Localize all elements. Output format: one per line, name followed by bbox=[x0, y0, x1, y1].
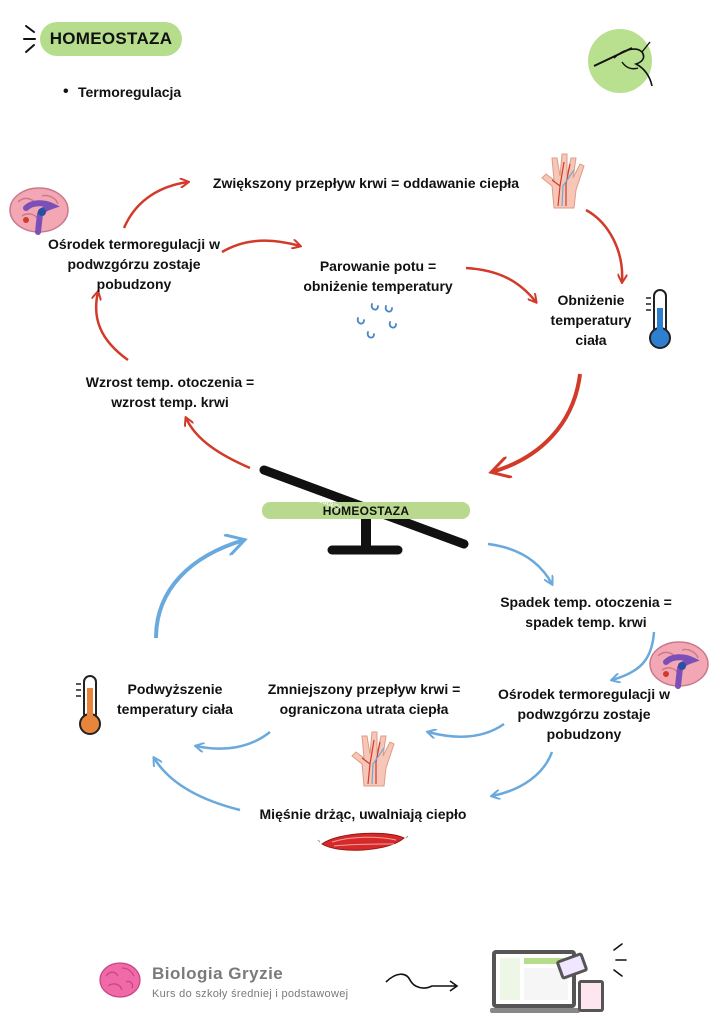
brain-logo-icon bbox=[99, 962, 141, 998]
topic-bullet: Termoregulacja bbox=[63, 83, 181, 101]
arrow-hand-to-drop bbox=[585, 208, 622, 282]
upper-node-sweat: Parowanie potu = obniżenie temperatury bbox=[303, 258, 453, 294]
thermometer-hot-icon bbox=[76, 675, 101, 735]
brain-icon bbox=[649, 641, 709, 689]
hand-icon bbox=[351, 731, 395, 787]
arrow-center-to-blood-low bbox=[428, 722, 505, 737]
muscle-icon bbox=[317, 832, 409, 851]
lower-node-muscle: Mięśnie drżąc, uwalniają ciepło bbox=[259, 806, 467, 822]
lower-node-blood-flow: Zmniejszony przepływ krwi = ograniczona … bbox=[267, 681, 461, 717]
arrow-drop-to-seesaw bbox=[492, 373, 582, 472]
upper-node-temp-drop: Obniżenie temperatury ciała bbox=[550, 292, 632, 348]
arrow-center-to-blood bbox=[122, 182, 188, 229]
brand-tagline: Kurs do szkoły średniej i podstawowej bbox=[152, 988, 349, 1000]
arrow-sweat-to-drop bbox=[465, 266, 536, 302]
upper-node-rise: Wzrost temp. otoczenia = wzrost temp. kr… bbox=[85, 374, 255, 410]
arrow-seesaw-to-rise bbox=[186, 418, 251, 470]
arrow-center-to-muscle bbox=[492, 751, 554, 796]
lower-node-center: Ośrodek termoregulacji w podwzgórzu zost… bbox=[498, 686, 670, 742]
upper-node-blood-flow: Zwiększony przepływ krwi = oddawanie cie… bbox=[212, 175, 520, 191]
curved-arrow-icon bbox=[385, 973, 459, 992]
thermometer-cold-icon bbox=[646, 289, 671, 349]
brain-icon bbox=[9, 187, 69, 235]
lower-node-fall: Spadek temp. otoczenia = spadek temp. kr… bbox=[500, 594, 672, 630]
writing-hand-icon bbox=[588, 29, 653, 93]
brand-name: Biologia Gryzie bbox=[152, 964, 284, 983]
arrow-muscle-to-rise bbox=[154, 758, 241, 812]
homeostasis-bar: HOMEOSTAZA bbox=[262, 502, 470, 519]
arrow-center-to-sweat bbox=[221, 241, 300, 254]
devices-mockup bbox=[490, 943, 627, 1013]
arrow-rise-to-center bbox=[96, 292, 129, 362]
sweat-drops-icon bbox=[356, 303, 397, 339]
upper-node-center: Ośrodek termoregulacji w podwzgórzu zost… bbox=[48, 236, 220, 292]
arrow-fall-to-center bbox=[612, 631, 656, 680]
hand-icon bbox=[541, 153, 585, 209]
arrow-rise-to-seesaw bbox=[154, 540, 244, 639]
lower-node-temp-rise: Podwyższenie temperatury ciała bbox=[117, 681, 233, 717]
sparkle-icon bbox=[23, 25, 36, 53]
page-title: HOMEOSTAZA bbox=[40, 22, 182, 56]
arrow-seesaw-to-fall bbox=[487, 542, 552, 584]
arrow-blood-to-rise bbox=[196, 731, 271, 749]
